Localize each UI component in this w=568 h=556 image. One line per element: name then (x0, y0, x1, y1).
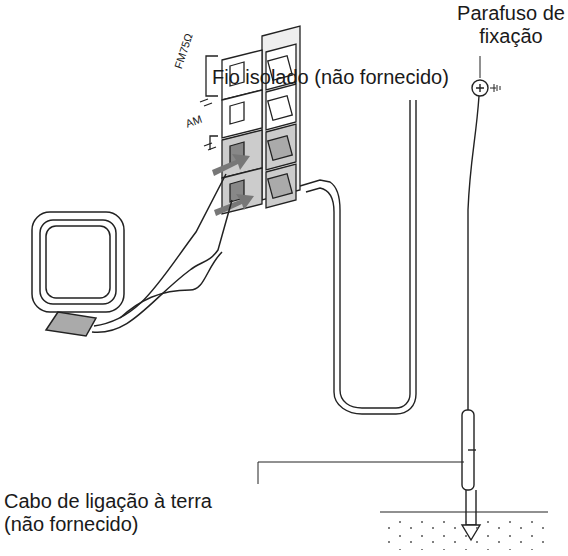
part-label: Cabo de ligação à terra (não fornecido) (4, 490, 254, 536)
terminal-label: AM (184, 113, 204, 131)
terminal-label: FM75Ω (172, 32, 195, 70)
ground-wire (300, 100, 416, 414)
part-label: Fio isolado (não fornecido) (212, 66, 552, 89)
leader-line (258, 462, 464, 484)
ground-rod (462, 56, 500, 540)
ground-surface (380, 511, 548, 512)
terminal-block (200, 26, 300, 214)
part-label: Parafuso de fixação (456, 2, 566, 48)
soil (380, 516, 548, 550)
am-loop-antenna (32, 174, 232, 336)
